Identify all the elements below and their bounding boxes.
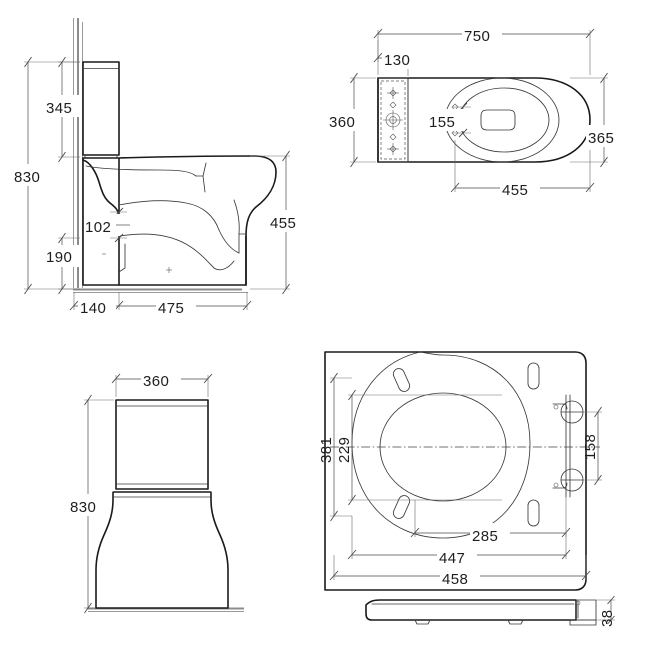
seat-section-view: 38 [365,595,616,628]
dim-value-229: 229 [336,437,353,463]
cistern-side-outline [82,61,120,159]
dim-value-455-side: 455 [270,215,296,232]
dim-front-height: 830 [68,394,114,614]
pan-side-detail [85,162,247,273]
dim-bowl-width: 365 [570,72,626,168]
dim-value-475: 475 [158,300,184,317]
seat-hinge-assembly [552,394,584,498]
top-plan-view: 750 130 360 [327,23,626,200]
side-elevation-view: 830 345 190 [12,18,306,318]
cistern-front-outline [115,399,209,490]
dim-value-190: 190 [46,249,72,266]
seat-plan-view: 381 229 158 [318,351,616,628]
fixing-bolt-bottom [387,143,399,155]
dim-value-360-top: 360 [329,114,355,131]
front-elevation-view: 360 830 [68,368,244,614]
dim-seat-inner-depth: 229 [336,389,502,506]
dim-value-360-front: 360 [143,373,169,390]
dim-cistern-height: 345 [44,56,80,163]
cistern-lid-top [377,77,409,163]
fixing-marker-lower [389,133,397,141]
dim-bowl-height: 455 [250,150,306,295]
dim-value-130: 130 [384,52,410,69]
seat-buffers [392,362,540,527]
dim-seat-thickness: 38 [596,595,616,628]
dim-bowl-length: 455 [450,140,595,200]
dim-value-830-front: 830 [70,499,96,516]
dim-cistern-depth: 140 [69,292,124,318]
dim-value-38: 38 [599,610,616,628]
dim-seat-outer-width: 458 [329,555,591,588]
flush-valve-marker [383,110,403,130]
dim-seat-outer-depth: 381 [318,372,352,522]
dim-value-750: 750 [464,28,490,45]
dim-value-345: 345 [46,100,72,117]
floor-line [73,288,248,293]
dim-lid-width: 130 [373,40,420,76]
dim-pan-projection: 475 [119,292,252,318]
dim-value-155: 155 [429,114,455,131]
fixing-bolt-top [387,87,399,99]
dim-value-455-top: 455 [502,182,528,199]
dim-value-447: 447 [439,550,465,567]
dim-overall-width: 360 [327,72,376,168]
dim-fixing-centres: 285 [410,497,571,545]
bowl-opening-top [480,109,516,131]
fixing-marker-upper [389,101,397,109]
dim-trap-height: 102 [84,207,130,243]
dim-side-overall-height: 830 [12,56,80,295]
hinge-lower [552,468,584,492]
dim-hinge-centres: 158 [580,406,602,486]
dim-seat-opening-width: 155 [427,102,471,138]
dim-value-102: 102 [85,219,111,236]
dim-value-365: 365 [588,130,614,147]
pan-front-outline [95,491,229,609]
dim-overall-length: 750 [373,23,595,75]
base-center-marker [166,267,172,273]
cistern-fixing-markers [383,87,403,155]
dim-front-width: 360 [111,368,213,397]
seat-section-hinge [569,599,597,626]
dim-seat-inner-width: 447 [347,516,571,567]
pan-side-outline [82,155,277,286]
dim-value-381: 381 [318,437,335,463]
pan-top-outline [377,77,591,163]
front-floor-line [88,607,244,612]
dim-value-285: 285 [472,528,498,545]
dim-value-830-side: 830 [14,169,40,186]
dim-value-458: 458 [442,571,468,588]
dim-value-140: 140 [80,300,106,317]
dim-outlet-height: 190 [44,232,80,295]
dim-value-158: 158 [582,434,599,460]
